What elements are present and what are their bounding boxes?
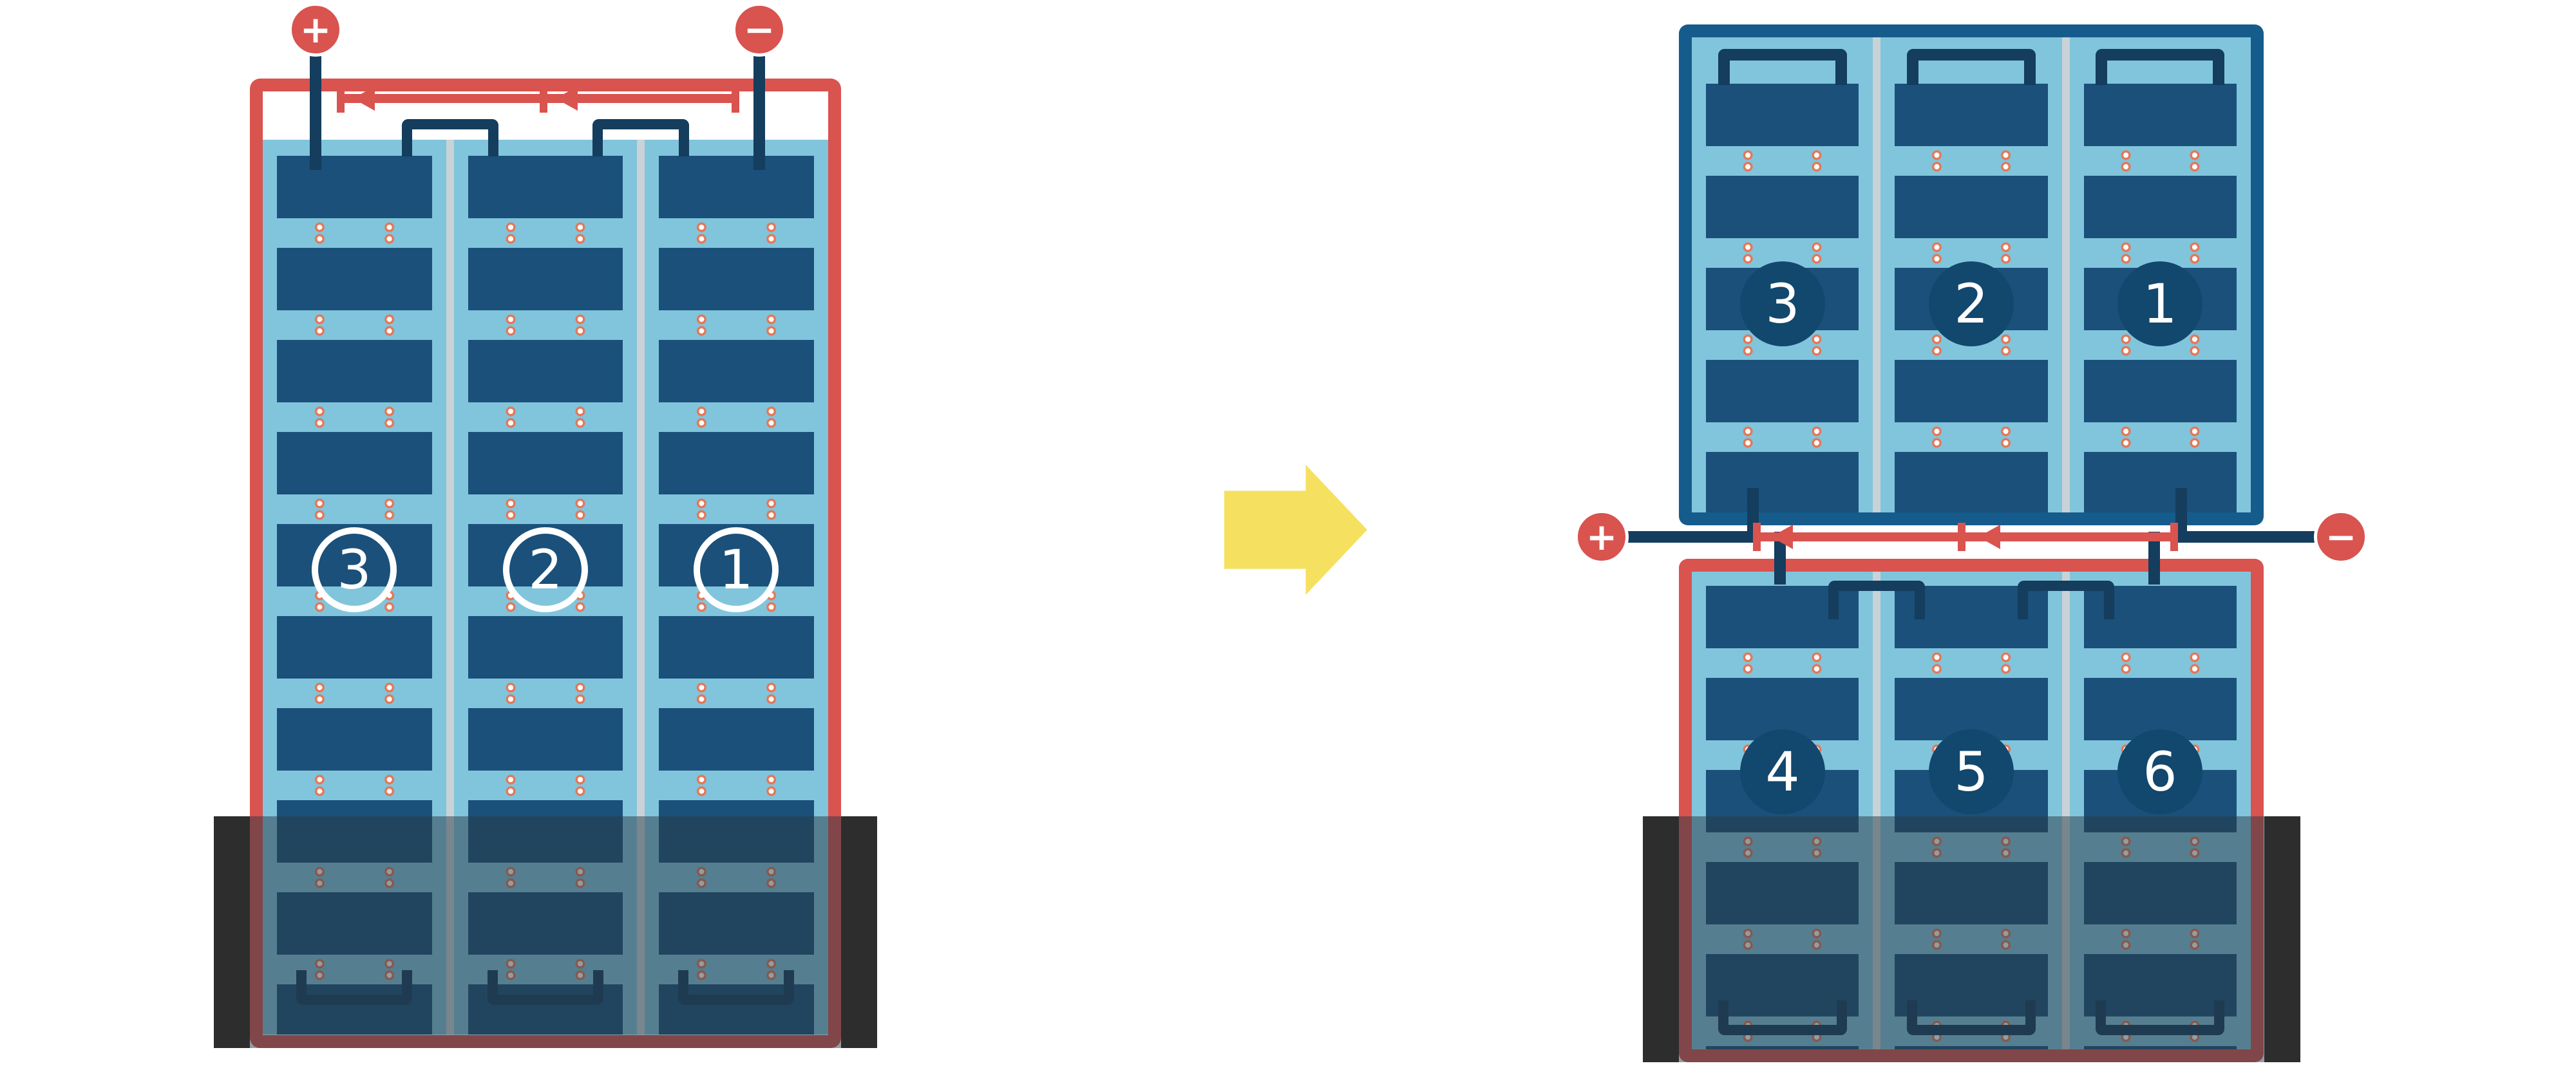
positive-lead-wire [310,55,321,170]
wire-tick [732,84,739,113]
shade-overlay [214,816,877,1048]
substring-number-badge: 1 [694,527,779,612]
shade-overlay [1643,816,2300,1062]
wire-tick [337,84,345,113]
string-jumper-top-icon [402,119,498,156]
series-current-wire [337,94,739,103]
string-jumper-top-icon [592,119,689,156]
string-jumper-top-icon [2018,581,2114,619]
shade-bar-left [1643,816,1679,1062]
wire-tick [2170,523,2178,551]
minus-terminal-icon: − [732,3,786,57]
wire-tick [1958,523,1965,551]
substring-number-badge: 4 [1740,729,1825,814]
current-direction-arrow-icon [1771,525,1793,549]
wire-tick [540,84,547,113]
substring-number-badge: 5 [1929,729,2014,814]
shade-bar-right [841,816,877,1048]
minus-terminal-icon: − [2314,510,2368,564]
wire-tick [1753,523,1761,551]
module-link-wire [2175,488,2187,543]
substring-number-badge: 3 [1740,261,1825,346]
substring-number-badge: 6 [2117,729,2202,814]
string-jumper-top-icon [1907,49,2036,85]
shade-bar-left [214,816,250,1048]
substring-number-badge: 3 [312,527,397,612]
positive-bus-wire [1626,531,1755,543]
negative-bus-wire [2182,531,2316,543]
plus-terminal-icon: + [289,3,343,57]
current-direction-arrow-icon [556,86,578,111]
substring-number-badge: 2 [1929,261,2014,346]
string-jumper-top-icon [1828,581,1925,619]
substring-number-badge: 1 [2117,261,2202,346]
upper-module-frame [1679,24,2264,525]
transform-right-arrow-icon [1224,465,1367,595]
string-jumper-top-icon [1718,49,1847,85]
substring-number-badge: 2 [503,527,588,612]
current-direction-arrow-icon [1978,525,2000,549]
current-direction-arrow-icon [353,86,375,111]
series-current-wire [1753,532,2178,541]
string-jumper-top-icon [2096,49,2224,85]
shade-bar-right [2264,816,2300,1062]
plus-terminal-icon: + [1575,510,1629,564]
module-link-wire [2148,532,2160,585]
negative-lead-wire [753,55,765,170]
